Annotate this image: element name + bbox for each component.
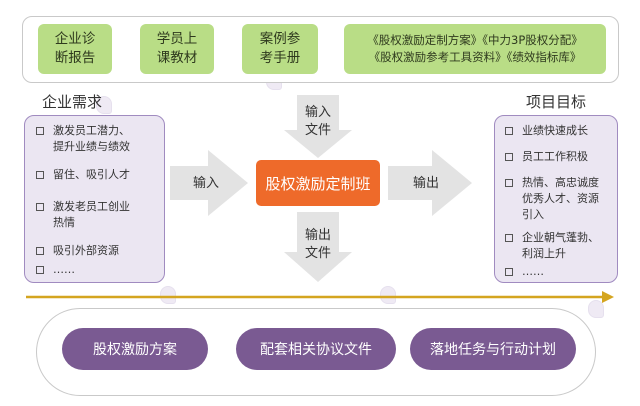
list-item: 员工工作积极: [505, 149, 588, 165]
arrow-label-output: 输出: [412, 176, 439, 191]
checkbox-icon: [36, 203, 44, 211]
list-item: ……: [36, 262, 75, 278]
list-item: ……: [505, 264, 544, 280]
doc-toolkit-list: 《股权激励定制方案》《中力3P股权分配》《股权激励参考工具资料》《绩效指标库》: [344, 24, 606, 74]
right-panel-title: 项目目标: [526, 93, 587, 111]
doc-line: 课教材: [156, 50, 198, 66]
doc-line: 案例参: [259, 31, 301, 47]
checkbox-icon: [505, 268, 513, 276]
list-item: 激发员工潜力、提升业绩与绩效: [36, 123, 130, 155]
doc-line: 考手册: [259, 50, 301, 66]
doc-line: 《股权激励定制方案》《中力3P股权分配》: [367, 33, 583, 47]
list-item-line: 激发老员工创业: [53, 200, 130, 213]
arrow-label-line: 文件: [304, 246, 331, 261]
arrow-down-bottom-icon: [284, 212, 352, 282]
doc-line: 《股权激励参考工具资料》《绩效指标库》: [368, 50, 582, 64]
watermark-logo: [588, 300, 604, 318]
list-item: 吸引外部资源: [36, 243, 119, 259]
deliverable-action-plan: 落地任务与行动计划: [410, 328, 576, 370]
checkbox-icon: [36, 171, 44, 179]
doc-line: 学员上: [156, 31, 198, 47]
arrow-right-left-icon: [170, 150, 248, 216]
doc-course-materials: 学员上课教材: [140, 24, 214, 74]
checkbox-icon: [505, 234, 513, 242]
checkbox-icon: [505, 153, 513, 161]
watermark-logo: [380, 286, 396, 304]
arrow-right-right-icon: [388, 150, 472, 216]
list-item: 企业朝气蓬勃、利润上升: [505, 230, 599, 262]
arrow-label-input: 输入: [192, 176, 219, 191]
list-item-line: 优秀人才、资源: [522, 192, 599, 205]
equity-incentive-class-box: 股权激励定制班: [256, 160, 380, 206]
list-item: 业绩快速成长: [505, 123, 588, 139]
list-item-line: 吸引外部资源: [53, 244, 119, 257]
list-item-line: 利润上升: [522, 247, 566, 260]
checkbox-icon: [36, 127, 44, 135]
checkbox-icon: [36, 247, 44, 255]
checkbox-icon: [505, 179, 513, 187]
arrow-down-top-icon: [284, 95, 352, 158]
list-item-line: ……: [53, 263, 75, 276]
list-item-line: 业绩快速成长: [522, 124, 588, 137]
doc-diagnosis-report: 企业诊断报告: [38, 24, 112, 74]
arrow-label-input-files: 输入 文件: [300, 104, 336, 140]
list-item: 激发老员工创业热情: [36, 199, 130, 231]
arrow-label-output-files: 输出 文件: [300, 227, 336, 263]
doc-case-handbook: 案例参考手册: [242, 24, 318, 74]
list-item-line: 员工工作积极: [522, 150, 588, 163]
list-item-line: 引入: [522, 208, 544, 221]
list-item: 热情、高忠诚度优秀人才、资源引入: [505, 175, 599, 223]
left-panel-title: 企业需求: [42, 93, 103, 111]
list-item-line: 企业朝气蓬勃、: [522, 231, 599, 244]
project-goals-panel: [494, 115, 618, 283]
list-item-line: 留住、吸引人才: [53, 168, 130, 181]
checkbox-icon: [505, 127, 513, 135]
watermark-logo: [96, 96, 112, 114]
arrow-label-line: 输入: [304, 105, 331, 120]
list-item-line: 激发员工潜力、: [53, 124, 130, 137]
list-item-line: 热情: [53, 216, 75, 229]
list-item-line: ……: [522, 265, 544, 278]
arrow-label-line: 输出: [304, 228, 331, 243]
list-item-line: 提升业绩与绩效: [53, 140, 130, 153]
list-item-line: 热情、高忠诚度: [522, 176, 599, 189]
deliverable-agreements: 配套相关协议文件: [236, 328, 396, 370]
deliverable-equity-plan: 股权激励方案: [62, 328, 208, 370]
timeline-arrowhead-icon: [602, 291, 614, 303]
enterprise-needs-panel: [24, 115, 165, 283]
checkbox-icon: [36, 266, 44, 274]
doc-line: 断报告: [54, 50, 96, 66]
arrow-label-line: 文件: [304, 123, 331, 138]
watermark-logo: [160, 286, 176, 304]
list-item: 留住、吸引人才: [36, 167, 130, 183]
doc-line: 企业诊: [54, 31, 96, 47]
